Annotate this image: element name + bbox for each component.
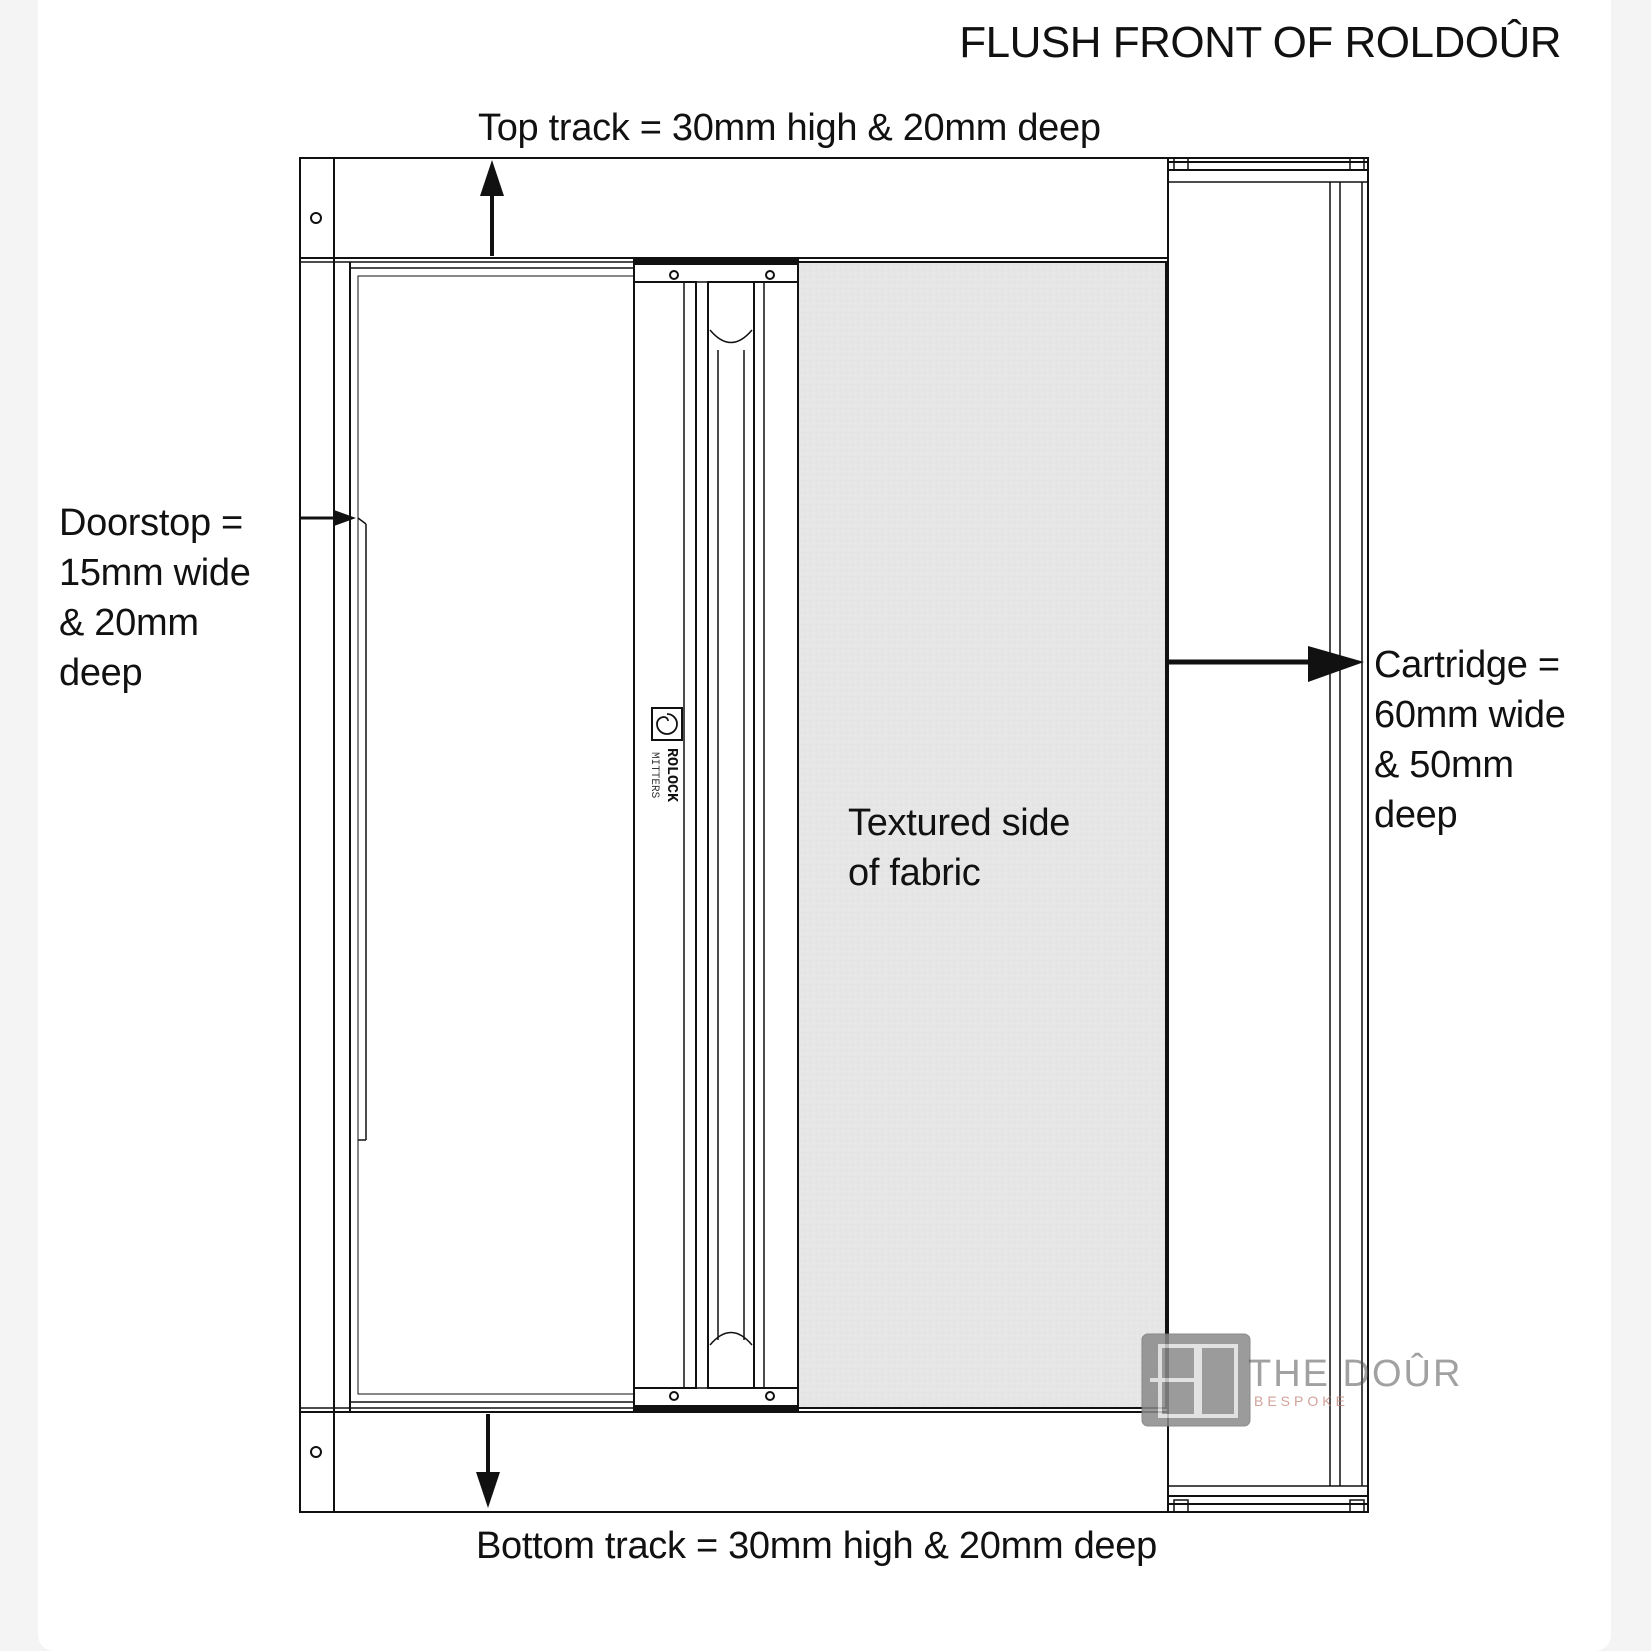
top-track-label: Top track = 30mm high & 20mm deep [478,107,1101,149]
dimension-arrows [300,160,1364,1508]
cartridge [1167,157,1369,1513]
handle-bar [633,261,799,1409]
handle-brand-sub: MITTERS [648,752,660,799]
cartridge-label: Cartridge = 60mm wide & 50mm deep [1374,644,1566,836]
fabric-panel [797,261,1167,1409]
bottom-track-label: Bottom track = 30mm high & 20mm deep [476,1525,1157,1567]
handle-brand-logo [651,707,683,741]
fabric-label: Textured side of fabric [848,802,1071,894]
watermark-sub: BESPOKE [1254,1393,1349,1409]
watermark-logo [1141,1333,1251,1427]
doorstop [349,267,635,1403]
top-track-screw [310,212,322,224]
handle-brand-name: ROLOCK [663,748,680,802]
doorstop-label: Doorstop = 15mm wide & 20mm deep [59,502,251,694]
bottom-track [299,1411,1169,1513]
bottom-track-screw [310,1446,322,1458]
top-track [299,157,1169,259]
diagram-title: FLUSH FRONT OF ROLDOÛR [959,18,1561,67]
watermark-name: THE DOÛR [1248,1351,1462,1395]
